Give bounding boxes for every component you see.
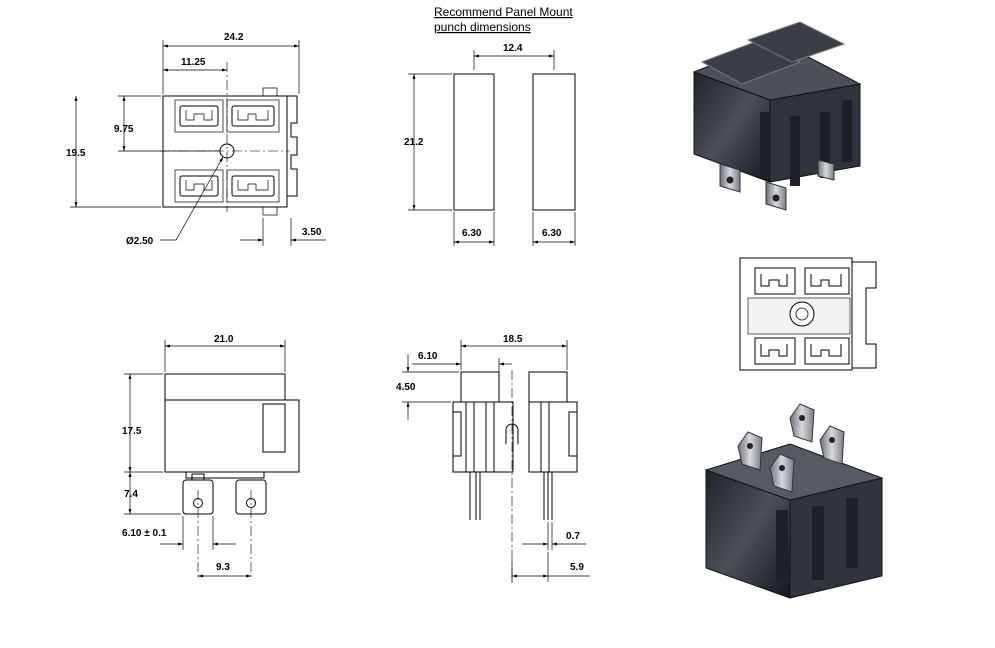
dim-slot: 6.10 (418, 351, 438, 362)
end-view: 18.5 6.10 4.50 0.7 5.9 (396, 334, 590, 585)
dim-end-width: 18.5 (503, 334, 523, 345)
side-view-latch (262, 403, 286, 453)
front-view-top-clip (262, 87, 278, 97)
dim-punch-height: 21.2 (404, 137, 424, 148)
punch-slot-right (532, 73, 576, 211)
punch-slot-left (453, 73, 495, 211)
render-front (739, 257, 877, 371)
dim-spacing: 12.4 (503, 43, 523, 54)
end-view-left-cap (460, 371, 500, 403)
punch-view: 12.4 21.2 6.30 6.30 (404, 43, 576, 246)
front-view-side-tabs (287, 95, 298, 197)
upper-contacts (174, 99, 280, 133)
dim-pin: 0.7 (566, 531, 580, 542)
dim-pitch: 9.3 (216, 562, 230, 573)
dim-punch-width-left: 6.30 (462, 228, 482, 239)
dim-punch-width-right: 6.30 (542, 228, 562, 239)
end-view-pins (469, 472, 553, 520)
dim-hole: Ø2.50 (126, 236, 154, 247)
panel-mount-title: Recommend Panel Mount punch dimensions (434, 5, 573, 34)
dim-height: 19.5 (66, 148, 86, 159)
lower-contacts (174, 169, 280, 203)
dim-offset: 11.25 (181, 57, 206, 68)
dim-tab: 3.50 (302, 227, 322, 238)
dim-side-height: 17.5 (122, 426, 142, 437)
dim-tab-width: 6.10 ± 0.1 (122, 528, 167, 539)
render-top (692, 21, 862, 211)
dim-step: 4.50 (396, 382, 416, 393)
end-view-left-body (452, 401, 514, 473)
end-view-right-cap (528, 371, 568, 403)
dim-side-width: 21.0 (214, 334, 234, 345)
front-view: 24.2 11.25 9.75 19.5 Ø2.50 3.50 (66, 32, 326, 247)
title-line-2: punch dimensions (434, 20, 531, 34)
front-view-bottom-clip (262, 206, 278, 216)
side-view-upper (164, 373, 286, 401)
front-view-body (162, 95, 288, 208)
dim-terminal: 7.4 (124, 489, 138, 500)
side-view: 21.0 17.5 7.4 6.10 ± 0.1 9.3 (122, 334, 300, 580)
render-bottom (704, 403, 884, 599)
dim-half-height: 9.75 (114, 124, 134, 135)
title-line-1: Recommend Panel Mount (434, 5, 573, 19)
side-view-lower (164, 399, 300, 473)
dim-width: 24.2 (224, 32, 244, 43)
dim-end-offset: 5.9 (570, 562, 584, 573)
